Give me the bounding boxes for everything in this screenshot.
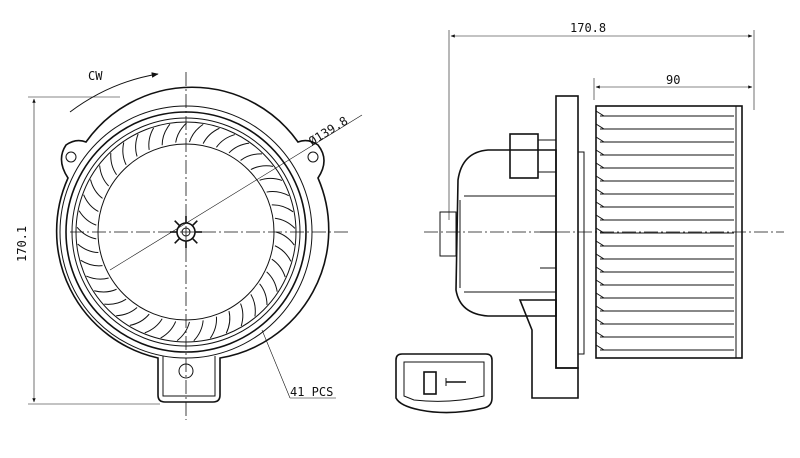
hub-spoke (191, 237, 198, 244)
overall-length-dimension: 170.8 (570, 21, 606, 35)
wheel-slat-tip (595, 136, 605, 143)
fan-blade (271, 258, 286, 278)
wheel-slat-tip (595, 266, 605, 273)
blade-count-label: 41 PCS (290, 385, 333, 399)
fan-blade (271, 204, 294, 213)
wheel-slat-tip (595, 110, 605, 117)
wheel-slat-tip (595, 279, 605, 286)
wheel-slat-tip (595, 175, 605, 182)
wheel-slat-tip (595, 305, 605, 312)
fan-blade (110, 153, 117, 176)
fan-blade (240, 303, 244, 327)
fan-blade (216, 134, 235, 148)
fan-blade (83, 194, 99, 212)
fan-blade (148, 127, 155, 150)
fan-blade (135, 133, 139, 157)
fan-blade (161, 123, 171, 146)
fan-blade (193, 320, 204, 342)
wheel-slat-tip (595, 201, 605, 208)
side-view: 170.8 90 (424, 21, 784, 399)
fan-blade (266, 271, 278, 292)
fan-blade (160, 321, 177, 339)
fan-blade (202, 127, 220, 144)
wheel-slat-tip (595, 292, 605, 299)
fan-blade (266, 190, 290, 197)
fan-blade (228, 142, 250, 154)
fan-blade (116, 307, 138, 317)
hub-spoke (191, 220, 198, 227)
wheel-slat-tip (595, 149, 605, 156)
hub-spoke (174, 220, 181, 227)
wheel-slat-tip (595, 331, 605, 338)
fan-blade (122, 142, 127, 166)
connector-detail (395, 353, 493, 414)
diameter-dimension: Ø139.8 (306, 114, 350, 149)
fan-blade (76, 226, 97, 240)
wheel-slat-tip (595, 162, 605, 169)
fan-blade (77, 243, 99, 254)
fan-blade (225, 310, 231, 334)
fan-blade (175, 122, 187, 143)
fan-blade (275, 231, 295, 246)
fan-blade (78, 210, 97, 226)
wheel-slat-tip (595, 318, 605, 325)
motor-body (455, 149, 557, 317)
fan-blade (94, 288, 117, 293)
fan-blade (90, 179, 103, 199)
fan-blade (86, 275, 109, 280)
front-housing-outline (55, 86, 330, 403)
wheel-slat-tip (595, 188, 605, 195)
fan-blade (176, 321, 190, 342)
fan-blade (250, 165, 274, 171)
fan-blade (274, 245, 292, 262)
fan-blade (104, 298, 127, 305)
wheel-slat-tip (595, 253, 605, 260)
fan-blade (274, 217, 296, 229)
wheel-slat-tip (595, 344, 605, 351)
wheel-length-dimension: 90 (666, 73, 680, 87)
fan-blade (240, 153, 262, 161)
fan-blade (99, 165, 109, 187)
wheel-slat-tip (595, 240, 605, 247)
fan-blade (259, 177, 283, 181)
fan-blade (259, 283, 268, 305)
fan-blade (129, 313, 150, 326)
wheel-slat-tip (595, 214, 605, 221)
fan-blade (144, 318, 163, 334)
hub-spoke (174, 237, 181, 244)
wheel-slat-tip (595, 123, 605, 130)
fan-blade (250, 294, 256, 317)
fan-blades (76, 122, 296, 342)
rotation-label: CW (88, 69, 103, 83)
fan-blade (209, 316, 218, 339)
fan-blade (188, 123, 204, 143)
front-view: Ø139.8 CW 170.1 41 PCS (15, 69, 363, 420)
height-dimension: 170.1 (15, 226, 29, 262)
fan-blade (80, 259, 103, 267)
